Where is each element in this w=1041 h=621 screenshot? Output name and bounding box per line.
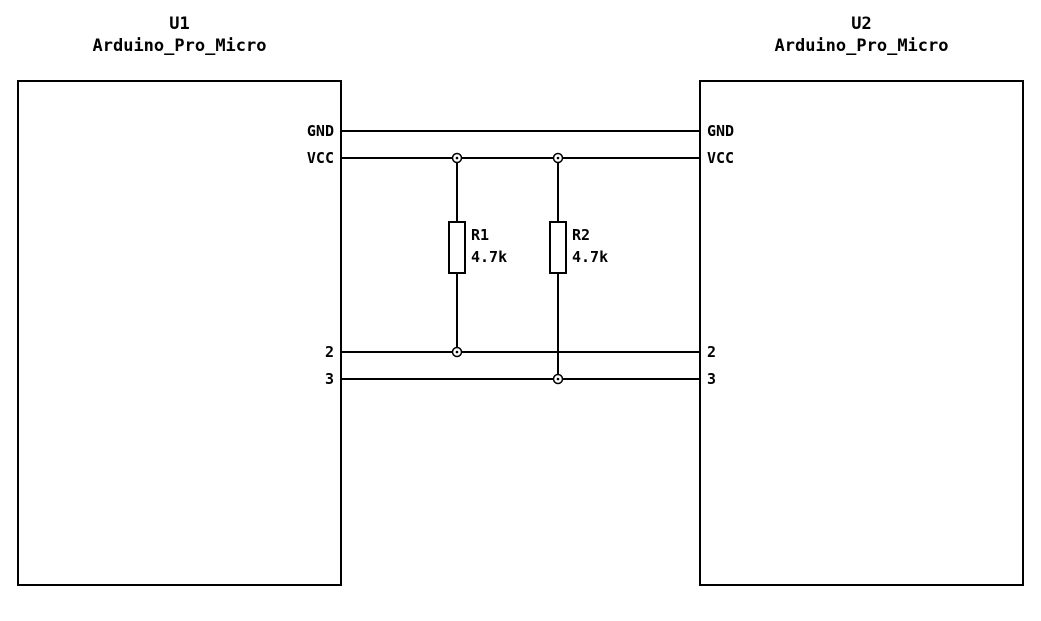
junction-dot-icon — [556, 156, 560, 160]
u1-ref-label: U1 — [169, 14, 189, 34]
u1-pin-vcc-label: VCC — [307, 149, 334, 167]
u2-pin-2-label: 2 — [707, 343, 716, 361]
u1-value-label: Arduino_Pro_Micro — [93, 36, 267, 56]
r1-ref-label: R1 — [471, 226, 489, 244]
schematic-linework — [17, 80, 1024, 586]
resistor-labels: R1 4.7k R2 4.7k — [471, 226, 608, 266]
junction-dot-icon — [455, 156, 459, 160]
u2-pin-3-label: 3 — [707, 370, 716, 388]
resistor-r2-body — [549, 221, 567, 274]
component-u2-box — [699, 80, 1024, 586]
component-u1-box — [17, 80, 342, 586]
junction-dot-icon — [455, 350, 459, 354]
u2-value-label: Arduino_Pro_Micro — [775, 36, 949, 56]
junction-dot-icon — [556, 377, 560, 381]
u2-ref-label: U2 — [851, 14, 871, 34]
u1-pin-3-label: 3 — [325, 370, 334, 388]
r2-value-label: 4.7k — [572, 248, 608, 266]
junction-markers — [451, 152, 564, 385]
u2-pin-vcc-label: VCC — [707, 149, 734, 167]
r2-ref-label: R2 — [572, 226, 590, 244]
resistor-r1-body — [448, 221, 466, 274]
component-u1-labels: U1 Arduino_Pro_Micro GND VCC 2 3 — [93, 14, 335, 388]
u1-pin-gnd-label: GND — [307, 122, 334, 140]
component-u2-labels: U2 Arduino_Pro_Micro GND VCC 2 3 — [707, 14, 949, 388]
r1-value-label: 4.7k — [471, 248, 507, 266]
resistor-bodies — [448, 221, 567, 274]
u2-pin-gnd-label: GND — [707, 122, 734, 140]
u1-pin-2-label: 2 — [325, 343, 334, 361]
